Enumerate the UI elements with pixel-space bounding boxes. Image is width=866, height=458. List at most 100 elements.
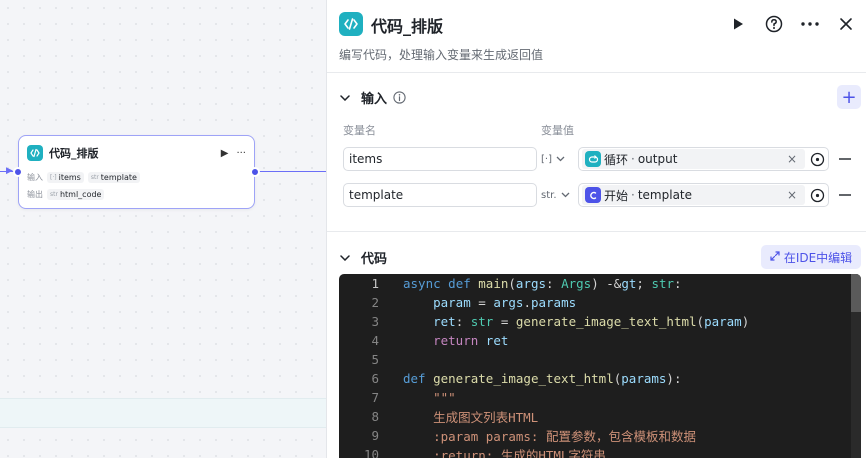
code-text: param = args.params [433, 295, 577, 310]
expand-icon [770, 250, 780, 264]
chevron-down-icon [561, 190, 570, 201]
code-line[interactable]: 6 def generate_image_text_html(params): [339, 369, 859, 388]
chevron-down-icon[interactable] [339, 252, 351, 264]
chevron-down-icon[interactable] [339, 92, 351, 104]
run-icon[interactable] [728, 12, 748, 36]
start-icon [585, 187, 601, 203]
chip-name: items [58, 172, 81, 182]
info-icon[interactable] [393, 91, 406, 104]
input-section-title: 输入 [361, 92, 388, 107]
code-line[interactable]: 3 ret: str = generate_image_text_html(pa… [339, 312, 859, 331]
remove-row-icon[interactable] [838, 188, 852, 202]
code-text: async def main(args: Args) -&gt; str: [403, 276, 682, 291]
line-number: 1 [371, 276, 379, 291]
node-output-port[interactable] [250, 167, 260, 177]
node-output-label: 输出 [27, 189, 43, 199]
run-node-icon[interactable]: ▶ [220, 147, 229, 159]
variable-name-input[interactable]: template [343, 183, 537, 207]
line-number: 8 [371, 409, 379, 424]
edit-in-ide-label: 在IDE中编辑 [783, 250, 853, 265]
close-icon[interactable] [836, 12, 856, 36]
target-icon[interactable] [809, 151, 825, 167]
target-icon[interactable] [809, 187, 825, 203]
outgoing-edge [256, 171, 326, 172]
code-text: def generate_image_text_html(params): [403, 371, 682, 386]
code-editor[interactable]: 1 async def main(args: Args) -&gt; str: … [339, 274, 861, 458]
reference-field: output [637, 152, 678, 166]
type-value: [·] [541, 153, 552, 165]
code-text: ret: str = generate_image_text_html(para… [433, 314, 750, 329]
editor-scrollbar-thumb[interactable] [851, 274, 861, 312]
edge-arrow-icon: ▶ [6, 166, 13, 176]
chip-name: template [100, 172, 137, 182]
code-text: :param params: 配置参数，包含模板和数据 [403, 429, 696, 444]
reference-separator: · [631, 188, 635, 202]
node-more-icon[interactable]: ··· [236, 147, 246, 159]
code-line[interactable]: 2 param = args.params [339, 293, 859, 312]
incoming-edge [0, 171, 14, 172]
line-number: 9 [371, 428, 379, 443]
reference-field: template [637, 188, 693, 202]
more-icon[interactable] [800, 12, 820, 36]
variable-reference-field[interactable]: 循环 · output × [578, 147, 829, 171]
type-value: str. [541, 189, 557, 201]
code-icon [27, 145, 43, 161]
node-input-label: 输入 [27, 172, 43, 182]
node-input-port[interactable] [13, 167, 23, 177]
code-line[interactable]: 1 async def main(args: Args) -&gt; str: [339, 274, 859, 293]
code-section-header[interactable]: 代码 [339, 248, 387, 267]
reference-source: 循环 [604, 152, 629, 167]
canvas-group-band [0, 398, 326, 428]
line-number: 6 [371, 371, 379, 386]
line-number: 5 [371, 352, 379, 367]
column-header-name: 变量名 [343, 124, 376, 137]
input-section-header[interactable]: 输入 [339, 88, 406, 107]
line-number: 10 [363, 447, 379, 458]
clear-icon[interactable]: × [786, 152, 797, 166]
variable-type-select[interactable]: [·] [541, 147, 579, 171]
line-number: 7 [371, 390, 379, 405]
editor-scrollbar[interactable] [851, 274, 861, 458]
help-icon[interactable] [764, 12, 784, 36]
code-line[interactable]: 9 :param params: 配置参数，包含模板和数据 [339, 426, 859, 445]
reference-separator: · [631, 152, 635, 166]
code-text: return ret [433, 333, 509, 348]
code-line[interactable]: 8 生成图文列表HTML [339, 407, 859, 426]
node-title: 代码_排版 [49, 147, 99, 160]
code-line[interactable]: 7 """ [339, 388, 859, 407]
variable-type-select[interactable]: str. [541, 183, 579, 207]
node-header: 代码_排版 ▶ ··· [27, 144, 246, 162]
panel-title[interactable]: 代码_排版 [371, 17, 444, 36]
reference-chip: 循环 · output × [582, 149, 805, 169]
code-text: """ [403, 390, 456, 405]
edit-in-ide-button[interactable]: 在IDE中编辑 [761, 245, 861, 269]
chip-name: html_code [59, 189, 102, 199]
variable-reference-field[interactable]: 开始 · template × [578, 183, 829, 207]
reference-chip: 开始 · template × [582, 185, 805, 205]
type-tag: str [90, 173, 99, 181]
remove-row-icon[interactable] [838, 152, 852, 166]
loop-icon [585, 151, 601, 167]
clear-icon[interactable]: × [786, 188, 797, 202]
variable-name-input[interactable]: items [343, 147, 537, 171]
node-config-panel: 代码_排版 编写代码，处理输入变量来生成返回值 输入 + 变量名 变量值 ite… [326, 0, 866, 458]
code-line[interactable]: 10 :return: 生成的HTML字符串 [339, 445, 859, 458]
column-header-value: 变量值 [541, 124, 574, 137]
line-number: 3 [371, 314, 379, 329]
divider [327, 72, 866, 73]
add-input-button[interactable]: + [837, 85, 861, 109]
code-text: :return: 生成的HTML字符串 [403, 448, 606, 458]
reference-source: 开始 [604, 188, 629, 203]
code-line[interactable]: 5 [339, 350, 859, 369]
type-tag: [·] [50, 173, 57, 181]
panel-description[interactable]: 编写代码，处理输入变量来生成返回值 [339, 48, 544, 62]
code-text: 生成图文列表HTML [403, 410, 539, 425]
code-icon [339, 12, 363, 36]
code-line[interactable]: 4 return ret [339, 331, 859, 350]
